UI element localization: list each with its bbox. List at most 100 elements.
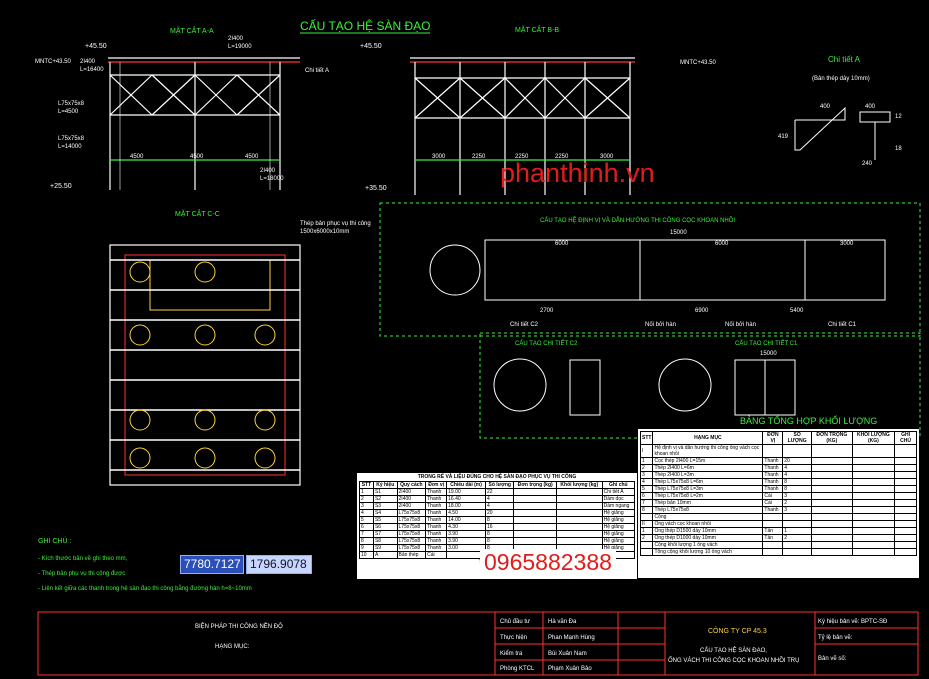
table-cell: 4.50 bbox=[446, 509, 486, 517]
svg-text:2700: 2700 bbox=[540, 308, 554, 314]
table-cell: Tấn bbox=[762, 527, 784, 535]
coord-y-input[interactable]: 1796.9078 bbox=[246, 555, 312, 574]
table-cell bbox=[782, 513, 812, 521]
table-cell bbox=[810, 527, 853, 535]
table-cell: Thép L75x75x8 bbox=[652, 506, 764, 514]
table-cell bbox=[555, 537, 603, 545]
table-cell bbox=[894, 457, 917, 465]
svg-text:Bản vẽ số:: Bản vẽ số: bbox=[818, 656, 847, 662]
section-aa: MẶT CẮT A-A +45.50 MNTC+43.50 +25.50 2I4… bbox=[35, 26, 329, 190]
table-cell: Cái bbox=[762, 499, 784, 507]
table-header-cell: Ký hiệu bbox=[372, 481, 398, 489]
table-cell bbox=[639, 513, 654, 521]
table-cell: 10 bbox=[359, 551, 374, 559]
table-cell bbox=[810, 506, 853, 514]
table-cell bbox=[810, 457, 853, 465]
svg-text:Kiểm tra: Kiểm tra bbox=[500, 650, 523, 657]
table-cell: L75x75x8 bbox=[396, 523, 427, 531]
table-cell: 8 bbox=[639, 506, 654, 514]
table-cell: Cộng bbox=[652, 513, 764, 521]
table-cell bbox=[762, 513, 784, 521]
coord-x-input[interactable]: 7780.7127 bbox=[180, 555, 244, 574]
table-header-cell: Khối lượng (kg) bbox=[555, 481, 603, 489]
table-cell: 4 bbox=[359, 509, 374, 517]
table-cell: 1 bbox=[639, 457, 654, 465]
table-cell bbox=[894, 520, 917, 528]
table-cell: 8 bbox=[484, 516, 515, 524]
table-cell bbox=[894, 541, 917, 549]
table-cell: 22 bbox=[484, 488, 515, 496]
summary-title: BẢNG TỔNG HỢP KHỐI LƯỢNG bbox=[740, 415, 877, 426]
table-cell: S6 bbox=[372, 523, 398, 531]
svg-text:Bùi Xuân Nam: Bùi Xuân Nam bbox=[548, 651, 587, 657]
svg-text:6000: 6000 bbox=[555, 241, 569, 247]
table-cell: 2 bbox=[782, 534, 812, 542]
svg-text:400: 400 bbox=[865, 104, 876, 110]
table-cell: Cái bbox=[425, 551, 448, 559]
table-cell bbox=[810, 520, 853, 528]
table-cell: Thanh bbox=[762, 471, 784, 479]
table-cell bbox=[782, 520, 812, 528]
svg-text:Phòng KTCL: Phòng KTCL bbox=[500, 666, 535, 672]
table-cell: Chi tiết A bbox=[601, 488, 636, 496]
table-cell: L75x75x8 bbox=[396, 544, 427, 552]
table-cell bbox=[894, 548, 917, 556]
svg-text:+45.50: +45.50 bbox=[85, 43, 107, 50]
table-cell bbox=[851, 499, 896, 507]
table-cell: Thanh bbox=[762, 478, 784, 486]
svg-text:CẤU TẠO CHI TIẾT C2: CẤU TẠO CHI TIẾT C2 bbox=[515, 340, 578, 347]
table-cell: Thanh bbox=[762, 506, 784, 514]
table-cell: 2 bbox=[359, 495, 374, 503]
table-cell: 5 bbox=[639, 485, 654, 493]
svg-text:MNTC+43.50: MNTC+43.50 bbox=[35, 59, 72, 65]
table-header-cell: Số lượng bbox=[484, 481, 515, 489]
table-cell: Cái bbox=[762, 492, 784, 500]
table-cell: 2 bbox=[639, 464, 654, 472]
table-row: Cộng bbox=[639, 513, 917, 521]
table-cell bbox=[894, 513, 917, 521]
section-aa-title: MẶT CẮT A-A bbox=[170, 26, 214, 35]
table-cell bbox=[555, 530, 603, 538]
table-header-cell: ĐƠN VỊ bbox=[762, 431, 784, 445]
svg-text:Tỷ lệ bản vẽ:: Tỷ lệ bản vẽ: bbox=[818, 634, 853, 641]
svg-text:- Kích thước bản vẽ ghi theo m: - Kích thước bản vẽ ghi theo mm, bbox=[38, 556, 128, 562]
notes: GHI CHÚ : - Kích thước bản vẽ ghi theo m… bbox=[38, 536, 252, 592]
table-cell bbox=[851, 478, 896, 486]
table-cell: Thép L75x75x8 L=6m bbox=[652, 478, 764, 486]
table-cell bbox=[851, 520, 896, 528]
table-cell: Ống vách cọc khoan nhồi bbox=[652, 520, 764, 528]
svg-text:L=14000: L=14000 bbox=[58, 144, 82, 150]
table-cell: Thép 2I400 L=6m bbox=[652, 464, 764, 472]
table-cell bbox=[810, 464, 853, 472]
table-cell: Ống thép D1500 dày 10mm bbox=[652, 527, 764, 535]
table-cell: 4 bbox=[484, 495, 515, 503]
pile-title: CẤU TẠO HỆ ĐỊNH VỊ VÀ DẪN HƯỚNG THI CÔNG… bbox=[540, 216, 735, 224]
table-cell: 3 bbox=[782, 506, 812, 514]
svg-text:15000: 15000 bbox=[670, 230, 687, 236]
table-left-title: TRONG RẾ VÀ LIỆU ĐỦNG CHO HỆ SÀN ĐẠO PHỤ… bbox=[417, 474, 577, 480]
svg-text:2250: 2250 bbox=[472, 154, 486, 160]
table-cell bbox=[513, 495, 557, 503]
table-cell: A bbox=[372, 551, 398, 559]
svg-text:HẠNG MỤC:: HẠNG MỤC: bbox=[215, 644, 250, 650]
svg-text:12: 12 bbox=[895, 114, 902, 120]
table-cell bbox=[782, 541, 812, 549]
table-header-cell: KHỐI LƯỢNG (KG) bbox=[851, 431, 896, 445]
svg-text:+45.50: +45.50 bbox=[360, 43, 382, 50]
table-cell bbox=[851, 541, 896, 549]
table-cell: 4.30 bbox=[446, 523, 486, 531]
table-cell bbox=[851, 548, 896, 556]
section-cc: MẶT CẮT C-C Thép bản phục vụ thi công 15… bbox=[109, 209, 371, 486]
svg-text:(Bản thép dày 10mm): (Bản thép dày 10mm) bbox=[812, 76, 870, 82]
section-bb: MẶT CẮT B-B +45.50 MNTC+43.50 +35.50 300… bbox=[360, 25, 717, 195]
table-cell: Thanh bbox=[425, 537, 448, 545]
table-cell: L75x75x8 bbox=[396, 537, 427, 545]
svg-text:3000: 3000 bbox=[840, 241, 854, 247]
table-cell bbox=[851, 471, 896, 479]
